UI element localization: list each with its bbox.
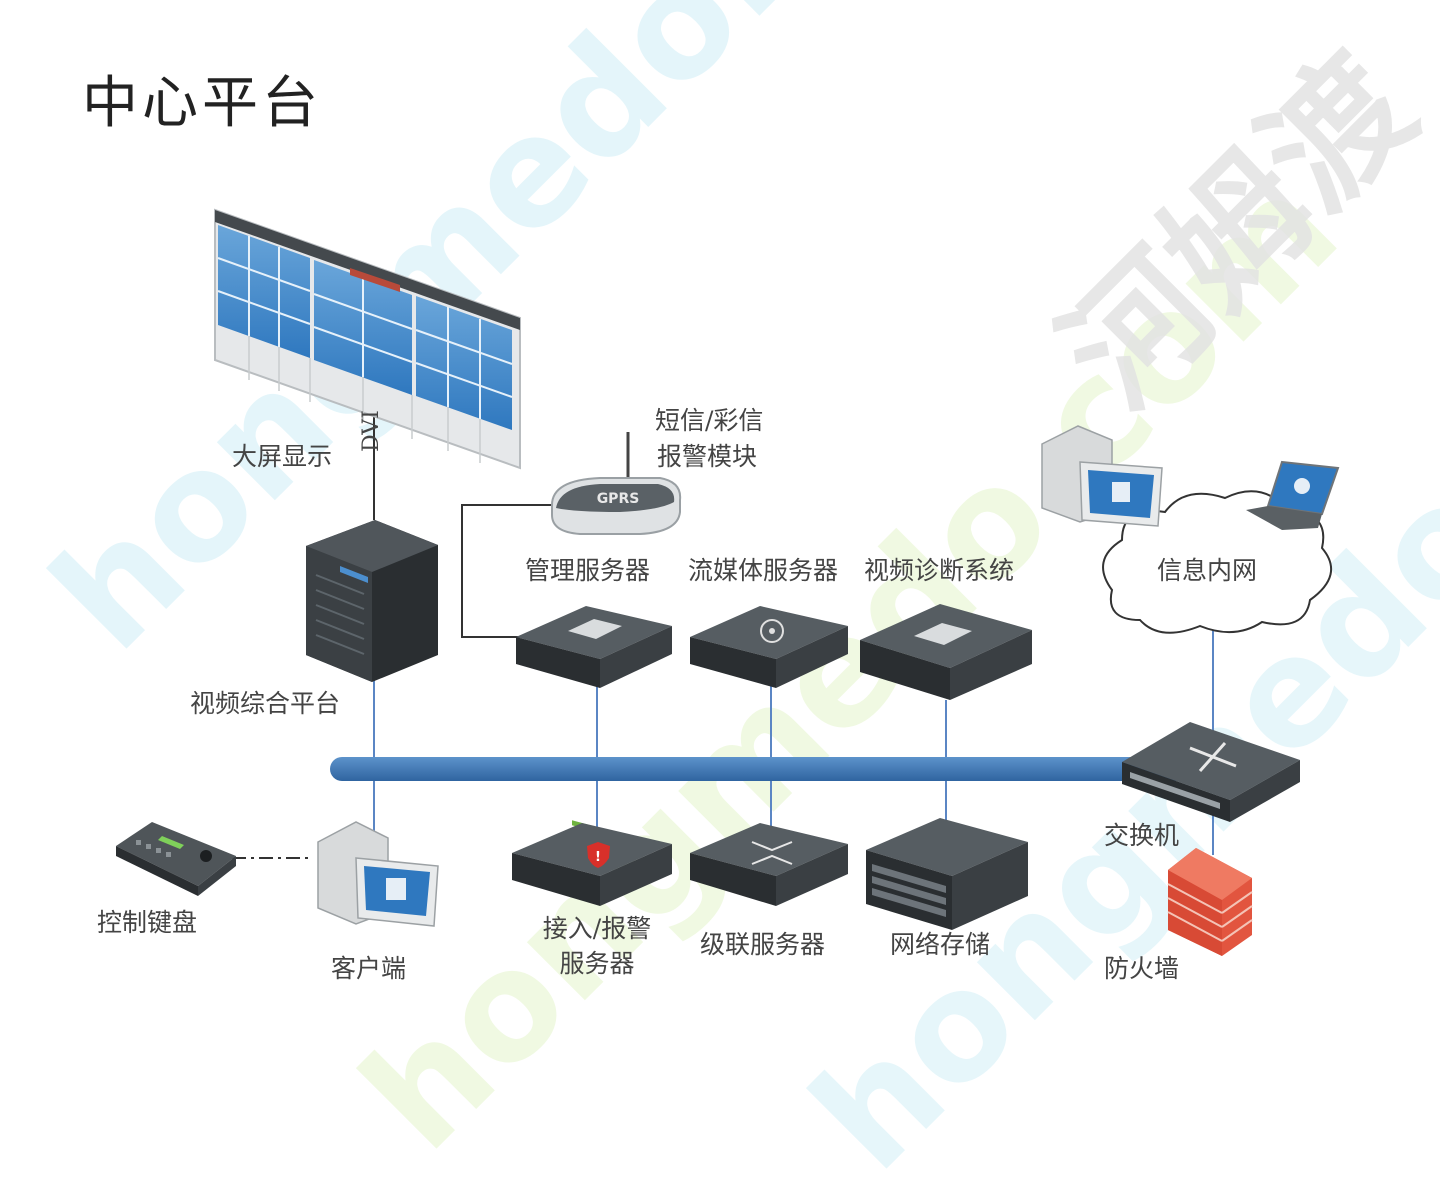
network-diagram: GPRS ! bbox=[116, 208, 1340, 956]
mgmt-server-icon bbox=[516, 606, 672, 831]
gprs-modem-icon: GPRS bbox=[551, 432, 682, 535]
label-cascade-server: 级联服务器 bbox=[700, 930, 826, 959]
desktop-computer-icon bbox=[317, 821, 439, 927]
label-firewall: 防火墙 bbox=[1104, 954, 1180, 983]
label-access-server-line1: 接入/报警 bbox=[542, 914, 652, 943]
stream-server-icon bbox=[690, 606, 848, 688]
label-stream-server: 流媒体服务器 bbox=[688, 556, 839, 585]
control-keyboard-icon bbox=[116, 822, 236, 896]
access-server-icon: ! bbox=[512, 823, 672, 906]
label-keyboard: 控制键盘 bbox=[97, 908, 198, 937]
label-gprs-line1: 短信/彩信 bbox=[655, 406, 764, 435]
network-switch-icon bbox=[1122, 722, 1300, 822]
rack-cabinet-icon bbox=[306, 520, 438, 682]
diag-system-icon bbox=[860, 604, 1032, 700]
label-video-wall: 大屏显示 bbox=[232, 442, 333, 471]
label-switch: 交换机 bbox=[1104, 821, 1180, 850]
label-diag-system: 视频诊断系统 bbox=[864, 556, 1015, 585]
intranet-desktop-icon bbox=[1041, 425, 1163, 527]
network-bus-bar bbox=[330, 757, 1210, 781]
intranet-laptop-icon bbox=[1246, 460, 1340, 530]
label-platform: 视频综合平台 bbox=[190, 689, 341, 718]
gprs-device-text: GPRS bbox=[597, 491, 640, 507]
label-mgmt-server: 管理服务器 bbox=[525, 556, 651, 585]
svg-text:!: ! bbox=[595, 850, 601, 865]
label-dvi: DVI bbox=[359, 410, 384, 452]
firewall-icon bbox=[1167, 848, 1253, 956]
label-intranet: 信息内网 bbox=[1157, 556, 1258, 585]
video-wall-icon bbox=[214, 208, 521, 470]
cascade-server-icon bbox=[690, 823, 848, 906]
link-gprs-mgmt bbox=[461, 504, 555, 638]
label-client: 客户端 bbox=[331, 954, 407, 983]
page-title: 中心平台 bbox=[82, 71, 322, 136]
storage-array-icon bbox=[866, 818, 1028, 930]
label-gprs-line2: 报警模块 bbox=[657, 442, 758, 471]
label-storage: 网络存储 bbox=[890, 930, 991, 959]
label-access-server-line2: 服务器 bbox=[559, 949, 635, 978]
